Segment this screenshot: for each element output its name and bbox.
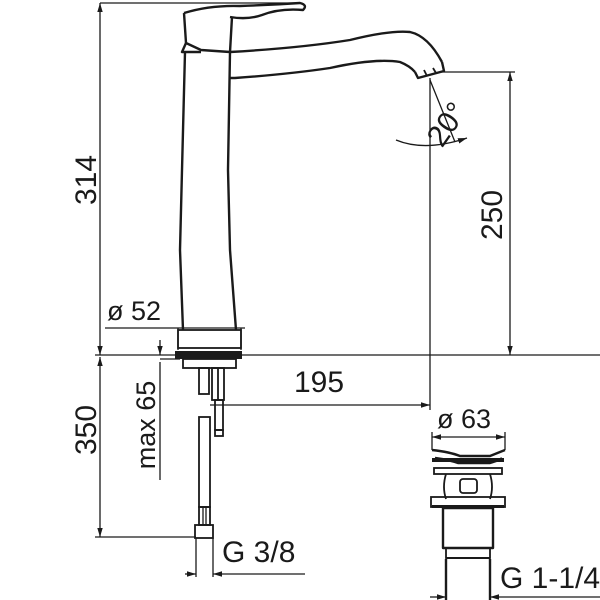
spout xyxy=(229,30,444,63)
dim-supply-connection: G 3/8 xyxy=(185,536,305,577)
hose-nut xyxy=(194,524,214,539)
popup-waste xyxy=(430,448,506,600)
dim-195-label: 195 xyxy=(294,366,344,399)
dim-hose-length: 350 xyxy=(70,357,196,538)
lever-handle xyxy=(183,1,307,20)
fixing-stud xyxy=(198,367,210,395)
dim-63-label: ø 63 xyxy=(437,404,491,434)
faucet-column xyxy=(178,51,187,331)
dim-waste-connection: G 1-1/4 xyxy=(430,562,600,600)
dim-waste-diameter: ø 63 xyxy=(431,404,506,450)
dim-314-label: 314 xyxy=(70,155,103,205)
dim-spout-angle: 20° xyxy=(395,78,474,410)
dim-350-label: 350 xyxy=(70,405,103,455)
waste-cap xyxy=(431,448,506,458)
dim-total-height: 314 xyxy=(70,2,300,355)
faucet-body xyxy=(175,1,446,539)
base-ring xyxy=(177,329,242,349)
dim-max65-label: max 65 xyxy=(131,381,161,470)
waste-slot xyxy=(459,478,478,494)
dim-52-label: ø 52 xyxy=(107,296,161,326)
dim-250-label: 250 xyxy=(476,190,509,240)
waste-body xyxy=(441,506,495,550)
dim-max-deck: max 65 xyxy=(131,340,180,480)
dim-spout-height: 250 xyxy=(440,71,515,355)
dim-20deg-label: 20° xyxy=(421,97,474,153)
dim-base-diameter: ø 52 xyxy=(105,296,245,350)
aerator xyxy=(413,61,446,80)
dim-spout-reach: 195 xyxy=(210,366,430,408)
dim-g38-label: G 3/8 xyxy=(222,536,295,569)
dim-g114-label: G 1-1/4 xyxy=(500,562,600,595)
flex-hose xyxy=(198,416,211,508)
